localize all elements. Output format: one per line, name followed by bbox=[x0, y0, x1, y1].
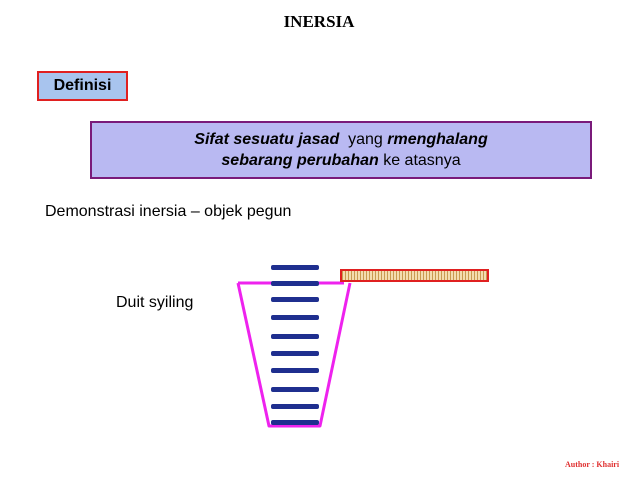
coin bbox=[271, 297, 319, 302]
author-credit: Author : Khairi bbox=[565, 460, 620, 469]
coin bbox=[271, 281, 319, 286]
coin bbox=[271, 334, 319, 339]
coin bbox=[271, 404, 319, 409]
definition-connector: yang bbox=[339, 131, 388, 148]
coin-stack bbox=[271, 265, 319, 425]
coin bbox=[271, 351, 319, 356]
definisi-label: Definisi bbox=[37, 71, 128, 101]
definition-object: sebarang perubahan bbox=[221, 152, 379, 169]
coin bbox=[271, 420, 319, 425]
definition-verb: rmenghalang bbox=[387, 131, 488, 148]
definition-tail: ke atasnya bbox=[378, 152, 461, 169]
coin bbox=[271, 265, 319, 270]
coin bbox=[271, 387, 319, 392]
coin-label: Duit syiling bbox=[116, 294, 194, 311]
definition-box: Sifat sesuatu jasad yang rmenghalang seb… bbox=[90, 121, 592, 179]
slide-title: INERSIA bbox=[283, 12, 355, 31]
definition-line-1: Sifat sesuatu jasad yang rmenghalang bbox=[92, 129, 590, 150]
definition-line-2: sebarang perubahan ke atasnya bbox=[92, 150, 590, 171]
demo-heading: Demonstrasi inersia – objek pegun bbox=[45, 203, 292, 220]
coin bbox=[271, 368, 319, 373]
coin bbox=[271, 315, 319, 320]
definition-term: Sifat sesuatu jasad bbox=[194, 131, 340, 148]
card-strip bbox=[340, 269, 489, 282]
glass-outline bbox=[236, 282, 352, 428]
